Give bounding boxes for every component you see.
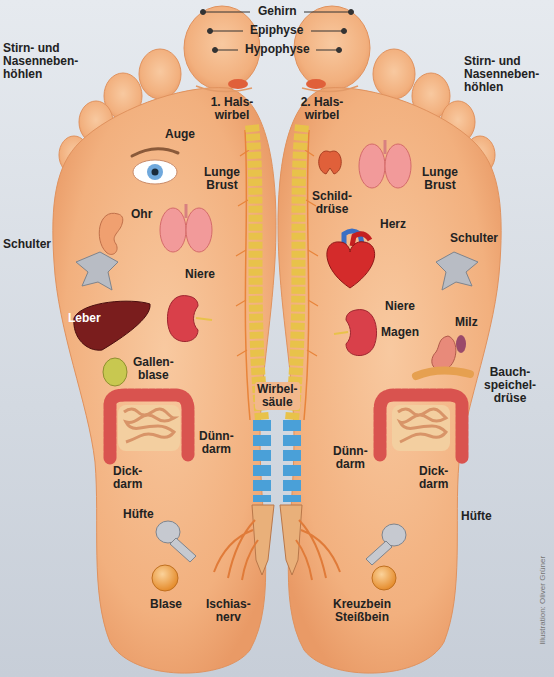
- zone-label: Milz: [455, 316, 478, 329]
- zone-label: Blase: [150, 598, 182, 611]
- liver-shape: Leber: [72, 298, 152, 352]
- zone-label: 2. Hals- wirbel: [294, 96, 350, 122]
- zone-label: Schulter: [3, 238, 51, 251]
- zone-label: Schulter: [450, 232, 498, 245]
- zone-label: Kreuzbein Steißbein: [333, 598, 391, 624]
- zone-label: Dick- darm: [419, 465, 448, 491]
- zone-label: Stirn- und Nasenneben- höhlen: [3, 42, 87, 82]
- zone-label: Stirn- und Nasenneben- höhlen: [464, 55, 548, 95]
- zone-label: Gallen- blase: [133, 356, 174, 382]
- zone-label: Dick- darm: [113, 465, 142, 491]
- zone-label: Bauch- speichel- drüse: [484, 366, 536, 406]
- zone-label: Hypophyse: [245, 43, 310, 56]
- zone-label: Dünn- darm: [333, 445, 368, 471]
- zone-label: Lunge Brust: [204, 166, 240, 192]
- zone-label: Epiphyse: [250, 24, 303, 37]
- zone-label: Lunge Brust: [422, 166, 458, 192]
- zone-label: Auge: [165, 128, 195, 141]
- zone-label: Wirbel- säule: [255, 382, 300, 410]
- zone-label: Schild- drüse: [312, 190, 352, 216]
- credit-note: Illustration: Oliver Grüner: [539, 556, 548, 645]
- zone-label: Magen: [381, 326, 419, 339]
- zone-label: 1. Hals- wirbel: [204, 96, 260, 122]
- zone-label: Hüfte: [123, 508, 154, 521]
- zone-label: Hüfte: [461, 510, 492, 523]
- organ-label: Leber: [68, 312, 101, 325]
- zone-label: Ischias- nerv: [206, 598, 251, 624]
- zone-label: Gehirn: [258, 5, 297, 18]
- zone-label: Herz: [380, 218, 406, 231]
- zone-label: Niere: [185, 268, 215, 281]
- zone-label: Ohr: [131, 208, 152, 221]
- zone-label: Niere: [385, 300, 415, 313]
- zone-label: Dünn- darm: [199, 430, 234, 456]
